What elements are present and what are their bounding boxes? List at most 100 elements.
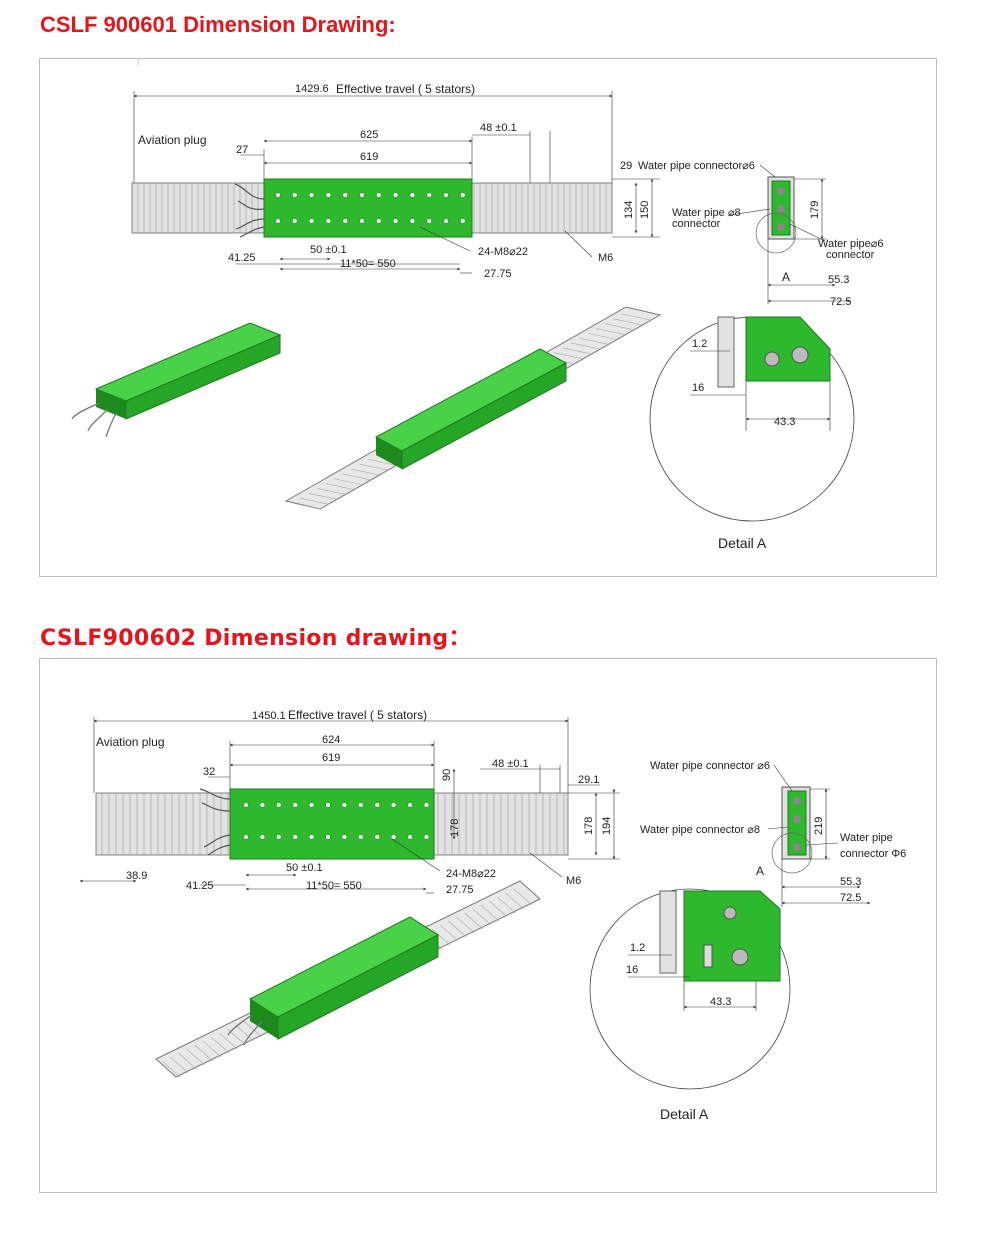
mount-hole (392, 192, 399, 198)
dim-27: 27 (236, 144, 248, 156)
cables (199, 788, 231, 856)
dim-219: 219 (813, 817, 825, 835)
dim-150: 150 (639, 201, 651, 219)
dim-43-3: 43.3 (774, 416, 795, 428)
dim-16: 16 (692, 382, 704, 394)
water-pipe-6-side-line1: Water pipe⌀6 (818, 238, 884, 250)
dim-1-2: 1.2 (630, 942, 645, 954)
mount-hole (390, 834, 397, 840)
mount-hole (359, 218, 365, 224)
stator-slot (235, 1024, 254, 1042)
mount-hole (276, 802, 282, 808)
mount-hole (460, 192, 466, 198)
isometric-assembly (284, 306, 662, 510)
dim-625: 625 (360, 129, 378, 141)
mount-hole (409, 218, 416, 224)
dimension-drawing-2: 1450.1 Effective travel ( 5 stators) Avi… (79, 708, 906, 1122)
stator-slot (553, 352, 583, 359)
stator-slot (596, 328, 625, 335)
dim-48: 48 ±0.1 (492, 758, 529, 770)
water-pipe-6-top: Water pipe connector ⌀6 (650, 760, 770, 772)
dim-48: 48 ±0.1 (480, 122, 517, 134)
mount-hole (374, 802, 380, 808)
detail-a-caption: Detail A (660, 1106, 709, 1122)
stator-slot (317, 488, 346, 495)
detail-marker-a: A (782, 270, 790, 284)
holes-spec: 24-M8⌀22 (478, 246, 528, 258)
water-pipe-8: Water pipe connector ⌀8 (640, 824, 760, 836)
mount-hole (275, 218, 281, 224)
dim-178-b: 178 (583, 817, 595, 835)
water-pipe-6-side-line2: connector (826, 249, 875, 261)
section-1-title: CSLF 900601 Dimension Drawing: (40, 12, 396, 37)
stator-slot (448, 920, 467, 938)
stator-slot (161, 1060, 181, 1078)
dim-38-9: 38.9 (126, 870, 147, 882)
dim-90: 90 (441, 769, 453, 781)
stator-slot (431, 928, 451, 946)
stator-slot (570, 342, 599, 350)
effective-travel-label: Effective travel ( 5 stators) (288, 708, 427, 722)
stator-slot (464, 912, 483, 930)
mount-hole (308, 192, 315, 198)
mount-hole (407, 834, 413, 840)
stator-slot (351, 468, 380, 476)
mount-hole (292, 802, 298, 808)
mount-hole (325, 802, 331, 808)
dim-72-5: 72.5 (830, 296, 851, 308)
stator-slot (613, 318, 642, 325)
dim-624: 624 (322, 734, 340, 746)
mount-hole (275, 192, 281, 198)
dim-1-2: 1.2 (692, 338, 707, 350)
stator-slot (579, 337, 608, 345)
mount-hole (392, 218, 399, 224)
mount-hole (325, 192, 332, 198)
mount-hole (376, 192, 382, 198)
mount-hole (308, 218, 315, 224)
dim-619: 619 (360, 151, 378, 163)
aviation-plug-label: Aviation plug (96, 735, 165, 749)
stator-slot (367, 459, 397, 466)
dim-27-75: 27.75 (484, 268, 512, 280)
mount-hole (243, 834, 249, 840)
mount-hole (341, 802, 348, 808)
stator-slot (489, 900, 508, 918)
water-pipe-6-top: Water pipe connector⌀6 (638, 160, 755, 172)
side-view (771, 786, 813, 874)
dim-178-a: 178 (449, 819, 461, 837)
cables (234, 183, 265, 238)
mount-hole (443, 192, 449, 198)
stator-slot (359, 463, 388, 471)
detail-a-view (649, 316, 855, 522)
mount-hole (341, 834, 348, 840)
detail-a-caption: Detail A (718, 535, 767, 551)
stator-slot (334, 478, 363, 486)
water-pipe-6-side-line1: Water pipe (840, 832, 893, 844)
stator-slot (587, 332, 616, 340)
mount-hole (409, 192, 416, 198)
mount-hole (292, 834, 298, 840)
dim-134: 134 (623, 201, 635, 219)
stator-slot (604, 323, 633, 330)
water-pipe-8-line2: connector (672, 218, 721, 230)
stator-slot (194, 1044, 213, 1062)
effective-travel-label: Effective travel ( 5 stators) (336, 82, 475, 96)
stator-slot (202, 1040, 222, 1058)
side-view (755, 176, 797, 254)
dim-550: 11*50= 550 (340, 258, 396, 270)
mount-hole (423, 834, 430, 840)
m6-label: M6 (598, 252, 613, 264)
m6-label: M6 (566, 875, 581, 887)
stator-slot (178, 1052, 197, 1070)
stator-slot (505, 892, 524, 910)
dim-50: 50 ±0.1 (286, 862, 323, 874)
isometric-assembly (155, 880, 541, 1078)
mount-hole (358, 802, 364, 808)
holes-spec: 24-M8⌀22 (446, 868, 496, 880)
water-pipe-6-side-line2: connector Φ6 (840, 848, 906, 860)
dimension-drawing-panel-1: 1429.6 Effective travel ( 5 stators) Avi… (39, 58, 937, 577)
mount-hole (325, 834, 331, 840)
stator-slot (513, 888, 533, 906)
mount-hole (259, 834, 266, 840)
stator-slot (439, 924, 459, 942)
